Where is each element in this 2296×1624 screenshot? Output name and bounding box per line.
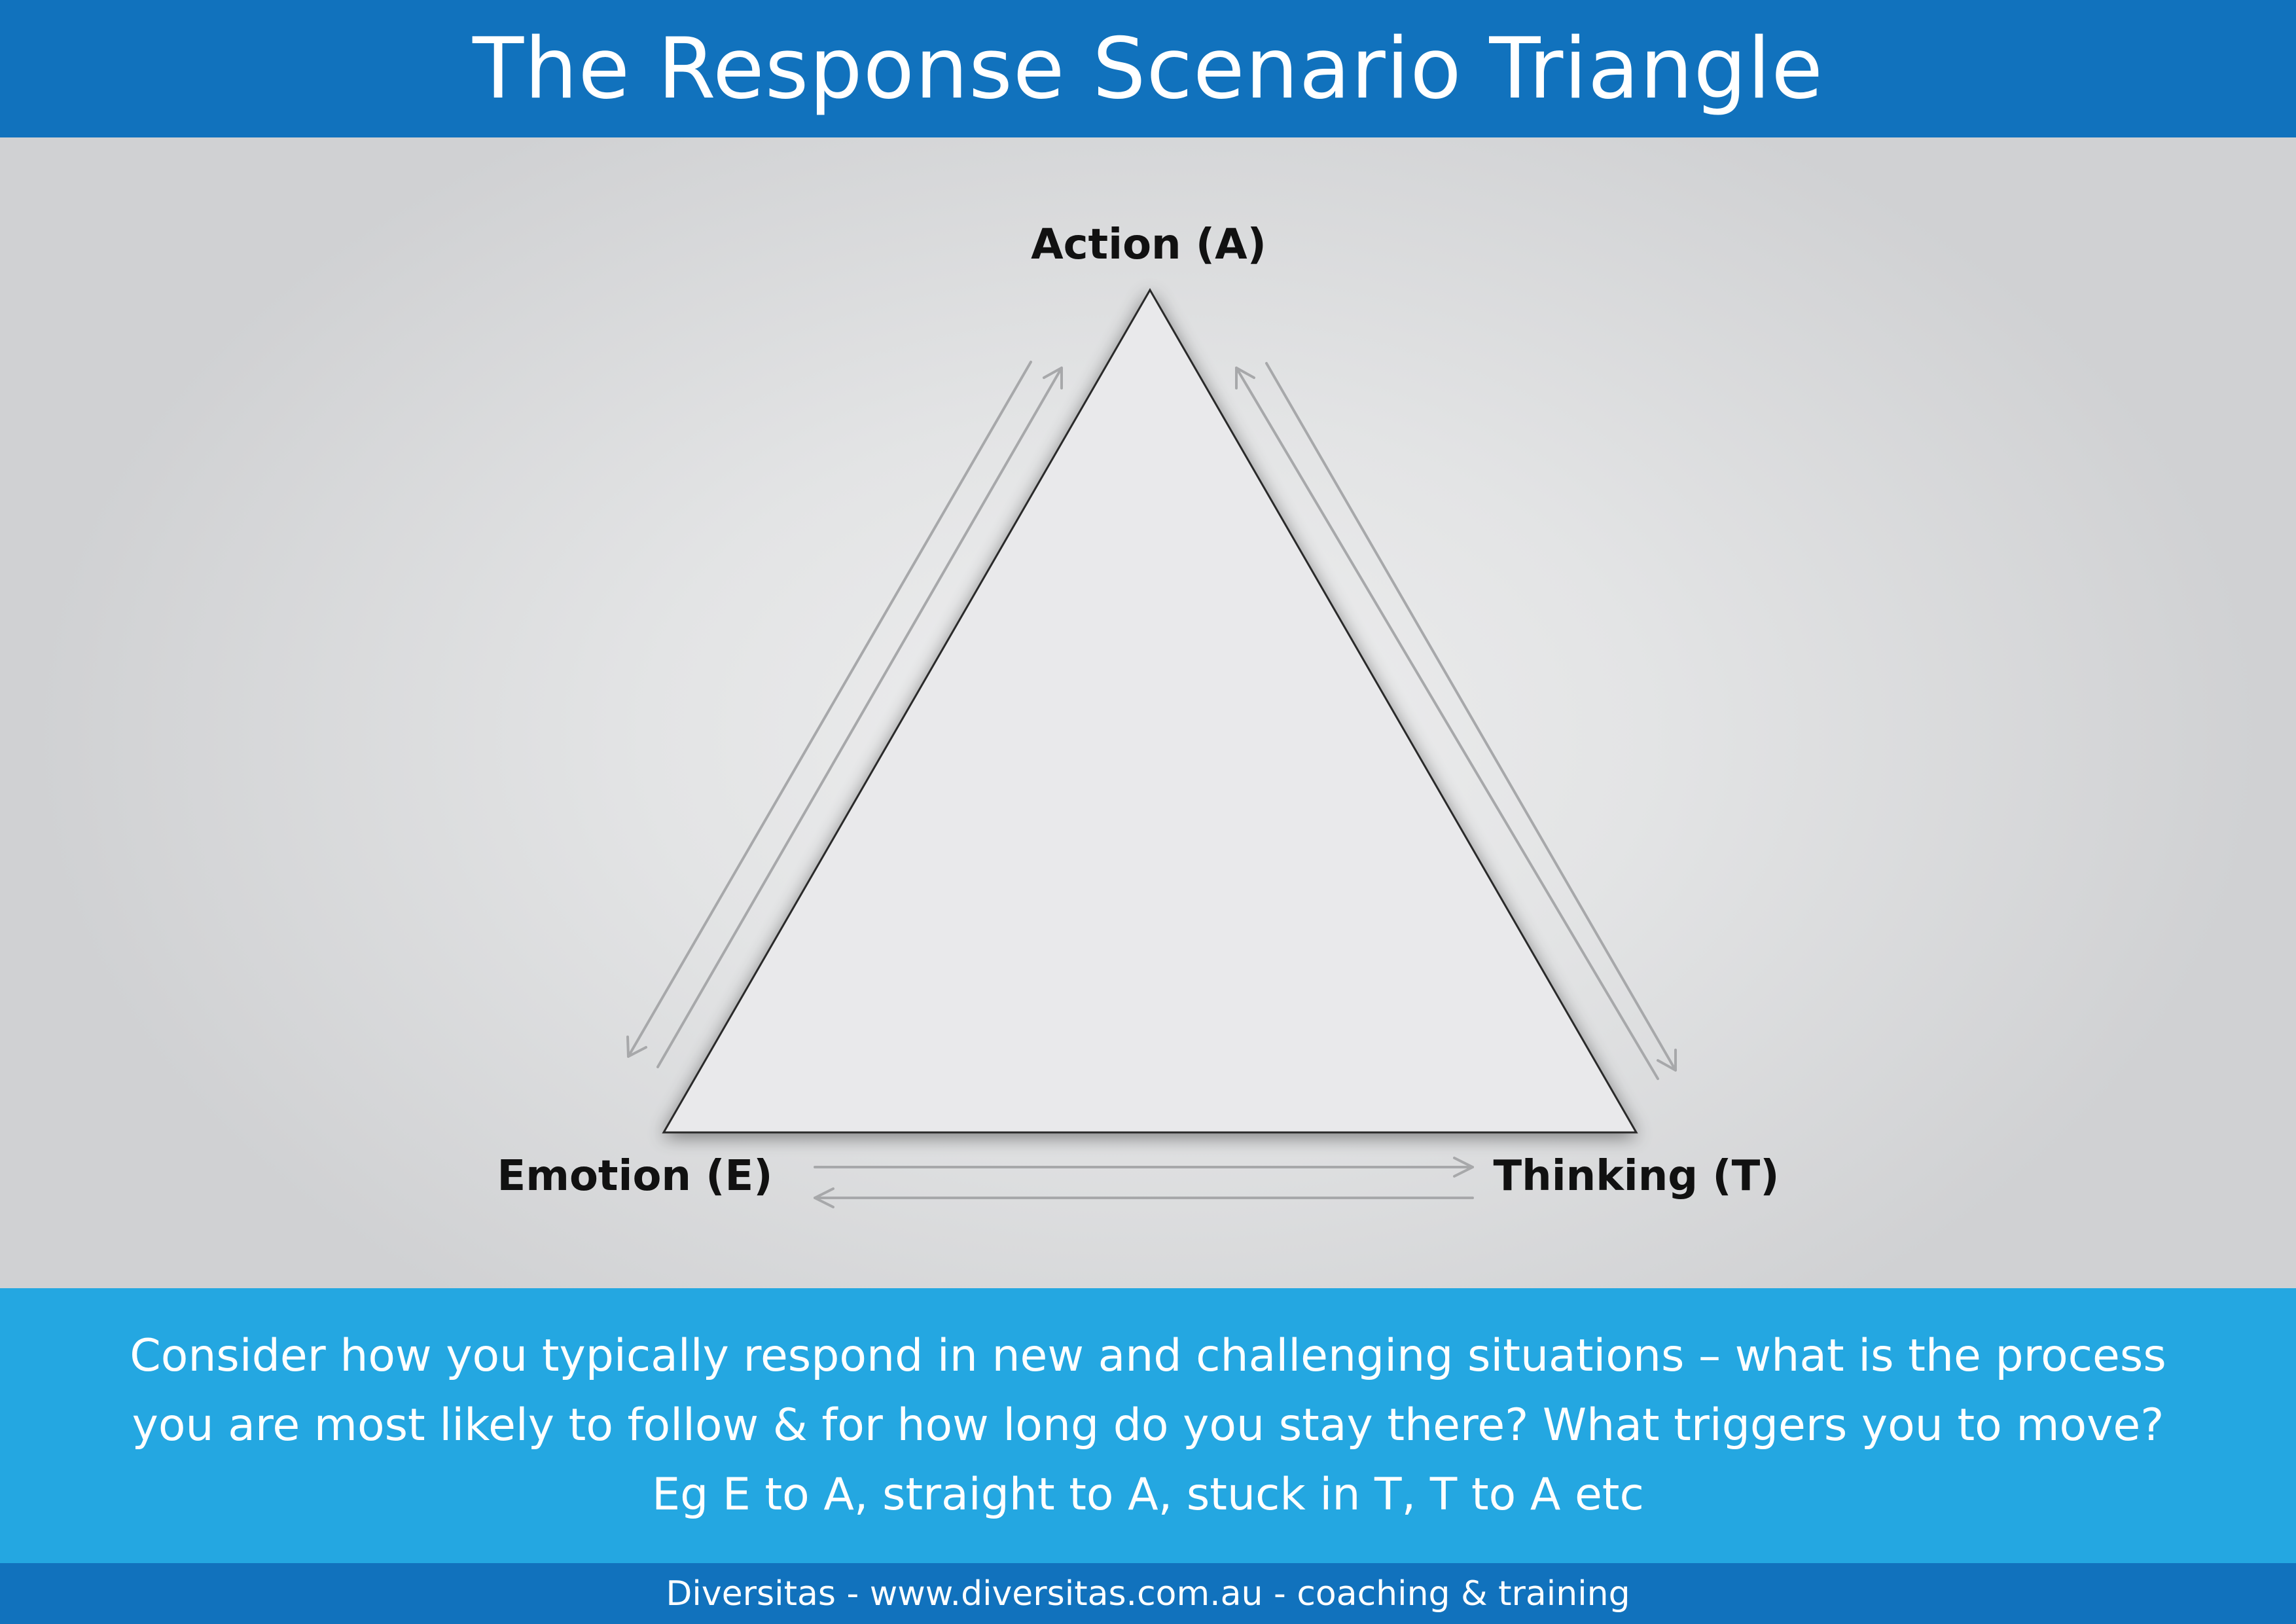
arrow-emotion-thinking-pair	[814, 1157, 1474, 1208]
arrow-emotion-action-pair	[626, 361, 1063, 1068]
arrow-head-thinking-bottom	[1453, 1157, 1474, 1178]
node-label-emotion: Emotion (E)	[497, 1152, 773, 1200]
arrow-action-to-emotion	[627, 361, 1032, 1058]
response-triangle-diagram: Action (A) Emotion (E) Thinking (T)	[497, 221, 1780, 1208]
node-label-action: Action (A)	[1031, 221, 1266, 269]
arrow-action-thinking-pair	[1235, 362, 1677, 1080]
arrow-head-emotion	[626, 1036, 647, 1058]
arrow-emotion-to-action	[656, 367, 1063, 1068]
diagram-area: Action (A) Emotion (E) Thinking (T)	[0, 137, 2296, 1288]
arrow-head-action-right	[1235, 367, 1255, 389]
page-title: The Response Scenario Triangle	[473, 20, 1823, 118]
instructions-panel: Consider how you typically respond in ne…	[0, 1288, 2296, 1563]
instruction-line-1: Consider how you typically respond in ne…	[130, 1330, 2166, 1382]
arrow-head-emotion-bottom	[814, 1187, 834, 1208]
node-label-thinking: Thinking (T)	[1493, 1152, 1779, 1200]
footer-bar: Diversitas - www.diversitas.com.au - coa…	[0, 1563, 2296, 1624]
instruction-line-3: Eg E to A, straight to A, stuck in T, T …	[652, 1469, 1644, 1521]
arrow-head-action-left	[1043, 367, 1063, 389]
arrow-thinking-to-action	[1235, 367, 1659, 1080]
instruction-line-2: you are most likely to follow & for how …	[132, 1399, 2164, 1451]
triangle-shape	[662, 287, 1638, 1134]
footer-credit: Diversitas - www.diversitas.com.au - coa…	[666, 1574, 1630, 1614]
header-bar: The Response Scenario Triangle	[0, 0, 2296, 137]
arrow-action-to-thinking	[1265, 362, 1677, 1072]
arrow-head-thinking	[1657, 1049, 1677, 1072]
